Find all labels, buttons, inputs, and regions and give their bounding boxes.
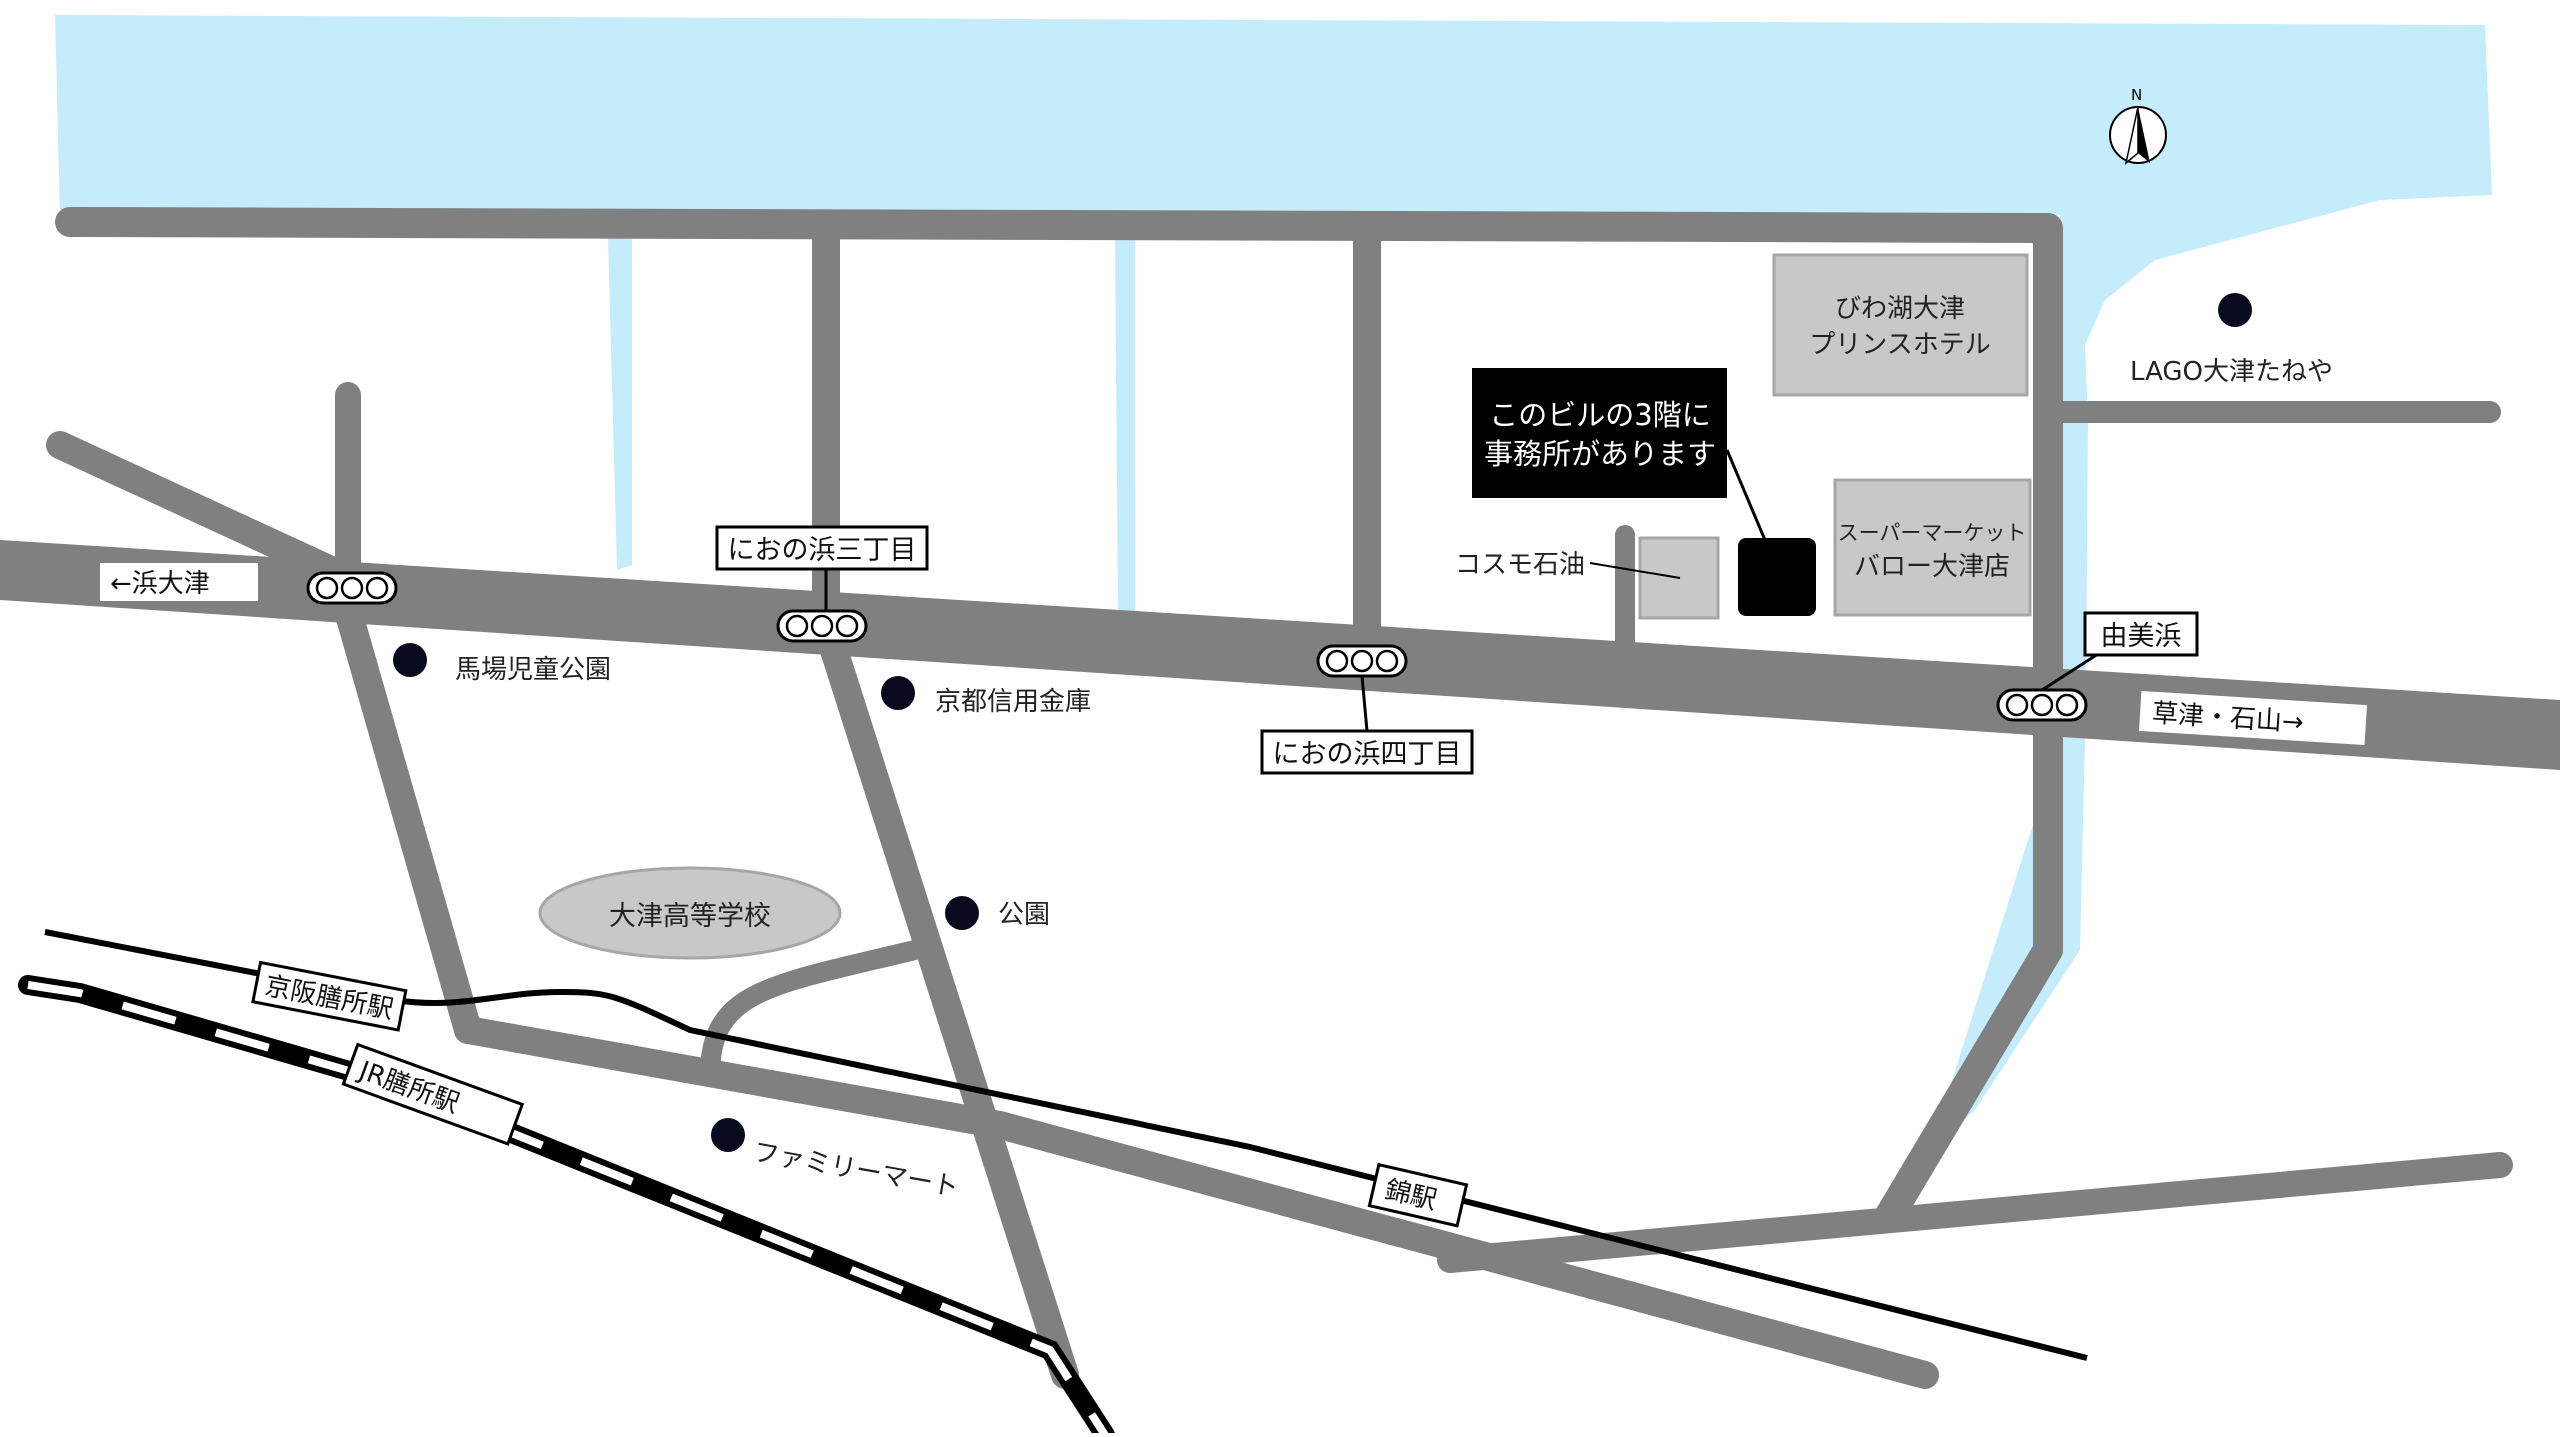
- west-direction-box: [100, 563, 258, 601]
- school-access-road: [700, 940, 925, 1085]
- nionohama4-label: におの浜四丁目: [1273, 739, 1462, 770]
- direction-signs: ←浜大津 草津・石山→: [100, 563, 2368, 746]
- diagonal-road-nw: [46, 431, 362, 592]
- traffic-signal-lamp: [2005, 693, 2029, 717]
- traffic-signal-lamp: [315, 576, 339, 600]
- lago-label: LAGO大津たねや: [2130, 357, 2333, 387]
- office-callout-box: [1472, 368, 1727, 498]
- southeast-road: [1437, 1152, 2513, 1273]
- cosmo-oil-leader: [1589, 562, 1681, 579]
- prince-hotel: [1772, 253, 2029, 397]
- supermarket-label-2: バロー大津店: [1854, 552, 2010, 582]
- canal-1: [608, 238, 632, 570]
- yumihama-label: 由美浜: [2101, 621, 2182, 652]
- office-building: [1738, 538, 1816, 616]
- jr-railway-ties: [27, 981, 1109, 1437]
- east-direction-box: [2138, 690, 2368, 746]
- traffic-signal-lamp: [2030, 693, 2054, 717]
- lago-dot: [2218, 293, 2252, 327]
- southwest-road: [454, 1016, 1939, 1389]
- central-diagonal-road: [812, 611, 1079, 1389]
- traffic-signal-lamp: [1350, 649, 1374, 673]
- otsu-high-school: [538, 866, 842, 960]
- keihan-railway: [44, 929, 2088, 1361]
- buildings: [538, 253, 2032, 960]
- kyoto-shinkin-dot: [881, 676, 915, 710]
- traffic-signal-lamp: [785, 614, 809, 638]
- traffic-signal-nionohama3: [776, 609, 868, 643]
- nionohama4-box: [1260, 729, 1474, 775]
- park-label: 公園: [998, 900, 1050, 930]
- park-dot: [945, 896, 979, 930]
- supermarket-valor: [1833, 478, 2032, 617]
- main-road: [0, 540, 2560, 770]
- nionohama3-box: [715, 525, 929, 571]
- lake-biwa: [55, 15, 2492, 1150]
- compass-needle-right: [2138, 107, 2150, 163]
- yumihama-box: [2083, 611, 2199, 657]
- cosmo-oil-label: コスモ石油: [1455, 550, 1585, 580]
- familymart-dot: [711, 1118, 745, 1152]
- familymart-label: ファミリーマート: [751, 1137, 961, 1203]
- traffic-signal-lamp: [810, 614, 834, 638]
- traffic-signal-nionohama4: [1316, 644, 1408, 678]
- jr-zeze-box: [341, 1042, 525, 1146]
- keihan-zeze-box: [251, 960, 408, 1032]
- traffic-signal-lamp: [1375, 649, 1399, 673]
- nishiki-box: [1367, 1162, 1469, 1228]
- traffic-signal-lamp: [365, 576, 389, 600]
- canal-2: [1115, 238, 1135, 615]
- roads: [0, 207, 2560, 1389]
- intersection-labels: におの浜三丁目 におの浜四丁目 由美浜: [715, 525, 2199, 775]
- north-compass: N: [2109, 86, 2167, 165]
- nionohama4-leader: [1360, 675, 1369, 732]
- office-callout-line-2: 事務所があります: [1484, 437, 1716, 471]
- yumihama-leader: [2041, 652, 2099, 692]
- office-callout-line-1: このビルの3階に: [1489, 398, 1710, 432]
- office-callout: このビルの3階に 事務所があります: [1472, 368, 1767, 541]
- otsu-high-school-label: 大津高等学校: [609, 901, 771, 932]
- west-direction-label: ←浜大津: [110, 569, 210, 599]
- prince-hotel-label-1: びわ湖大津: [1835, 294, 1965, 324]
- north-shore-road: [55, 207, 2063, 1230]
- points-of-interest: LAGO大津たねや 馬場児童公園 京都信用金庫 公園 ファミリーマート: [393, 293, 2333, 1203]
- lake-water: [55, 15, 2492, 1150]
- baba-park-dot: [393, 643, 427, 677]
- baba-park-label: 馬場児童公園: [455, 655, 611, 685]
- compass-north-label: N: [2131, 86, 2142, 104]
- traffic-signal-lamp: [2055, 693, 2079, 717]
- traffic-signal-yumihama: [1996, 688, 2088, 722]
- kyoto-shinkin-label: 京都信用金庫: [935, 687, 1091, 717]
- prince-hotel-label-2: プリンスホテル: [1809, 330, 1990, 360]
- west-road: [328, 576, 482, 1044]
- traffic-signal-hamaotsu: [306, 571, 398, 605]
- building-labels: びわ湖大津 プリンスホテル スーパーマーケット バロー大津店 コスモ石油 大津高…: [609, 294, 2026, 932]
- traffic-signal-lamp: [340, 576, 364, 600]
- traffic-signals: [306, 571, 2088, 722]
- traffic-signal-lamp: [1325, 649, 1349, 673]
- traffic-signal-lamp: [835, 614, 859, 638]
- office-callout-pointer: [1725, 449, 1767, 541]
- nionohama3-label: におの浜三丁目: [728, 535, 917, 566]
- supermarket-label-1: スーパーマーケット: [1838, 521, 2027, 545]
